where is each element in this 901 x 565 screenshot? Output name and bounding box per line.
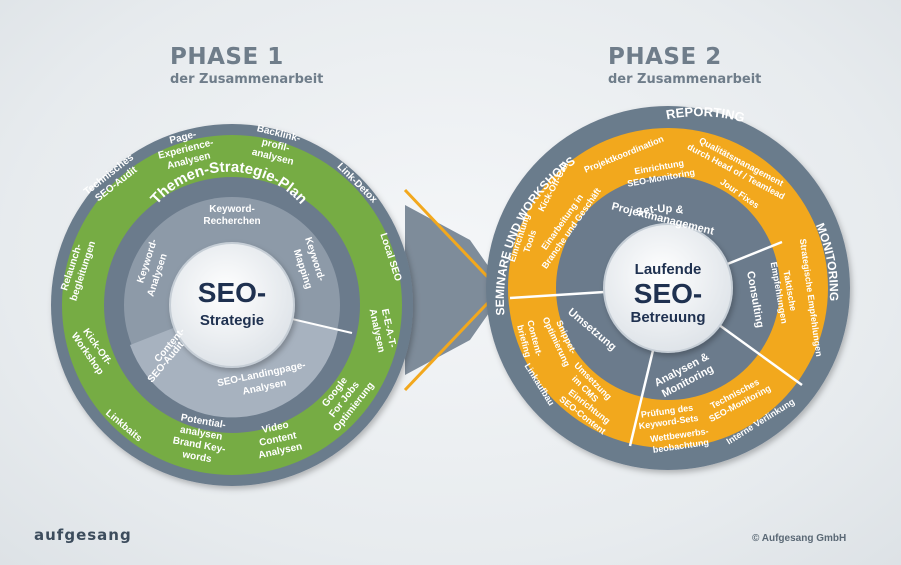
keyword-recherchen-1: Keyword- <box>209 204 255 215</box>
phase-arrow <box>405 205 505 375</box>
phase1-center <box>169 242 295 368</box>
keyword-recherchen-2: Recherchen <box>203 216 260 227</box>
phase2-center-1: Laufende <box>635 261 702 278</box>
phase1-subtitle: der Zusammenarbeit <box>170 72 324 87</box>
phase2-center <box>603 223 733 353</box>
phase1-wheel <box>51 124 413 486</box>
copyright: © Aufgesang GmbH <box>752 533 847 544</box>
phase1-center-sub: Strategie <box>200 312 264 329</box>
phase2-title: PHASE 2 <box>608 44 722 70</box>
phase1-title: PHASE 1 <box>170 44 284 70</box>
setup-label: Set-Up & <box>635 203 685 219</box>
phase2-center-3: Betreuung <box>631 309 706 326</box>
phase2-center-2: SEO- <box>634 278 702 309</box>
phase2-wheel <box>486 106 850 470</box>
aufgesang-logo: aufgesang <box>34 526 132 544</box>
phase1-center-text: SEO- <box>198 277 266 308</box>
svg-text:words: words <box>181 449 213 465</box>
phase2-subtitle: der Zusammenarbeit <box>608 72 762 87</box>
